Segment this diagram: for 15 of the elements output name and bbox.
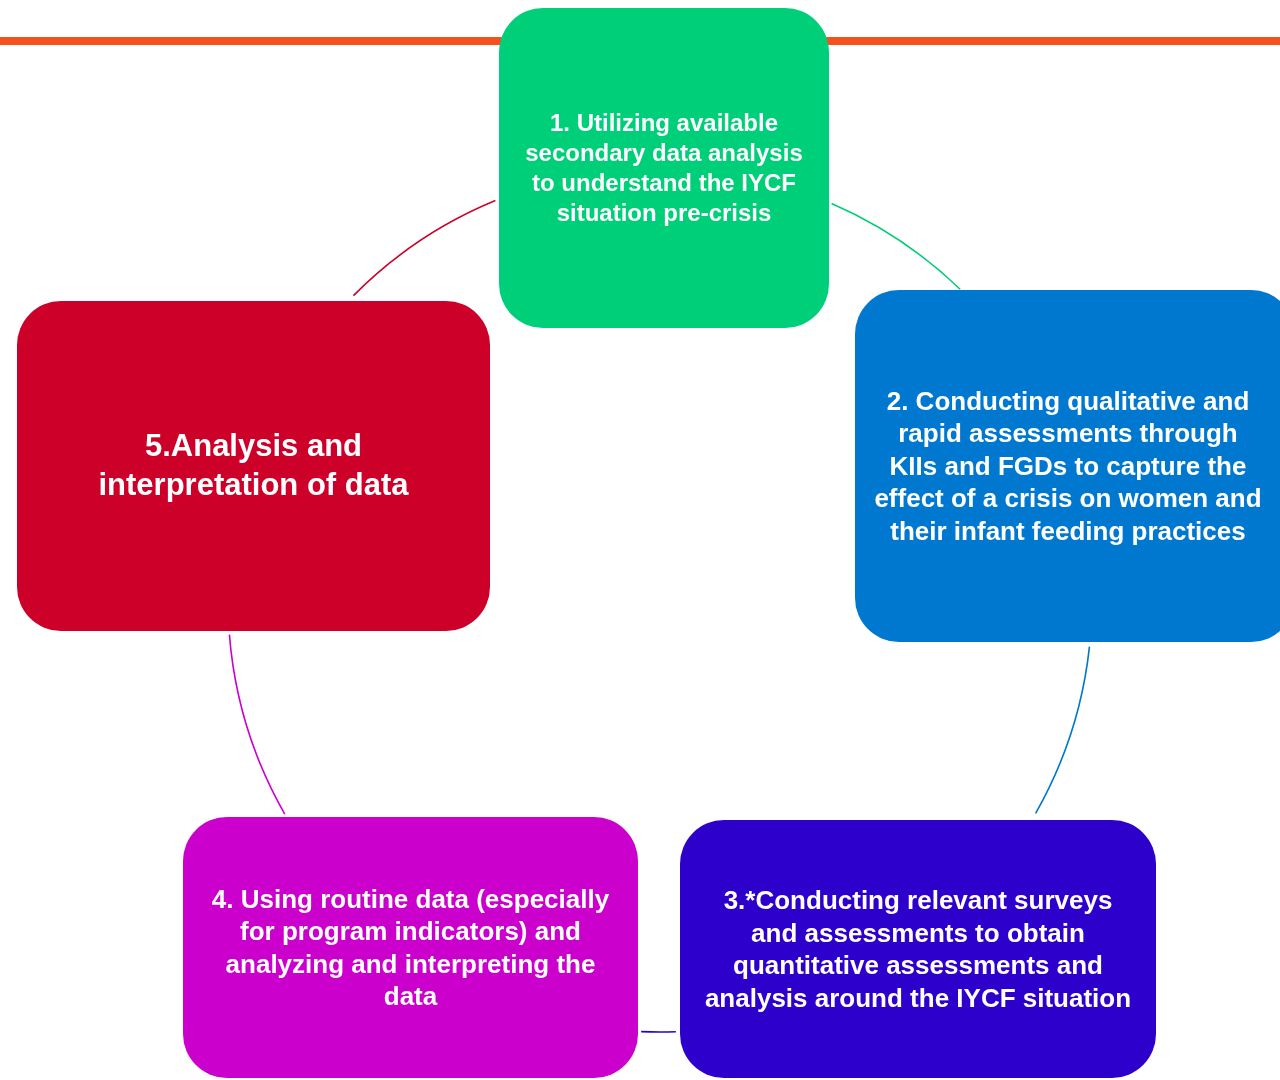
connector-arc [1034,645,1091,815]
step-box [17,301,490,631]
step-text: 1. Utilizing available secondary data analysis to understand the IYCF situation pre-crisis [524,108,804,228]
step-text: 5.Analysis and interpretation of data [97,427,410,504]
step-box [499,8,829,328]
step-box [183,817,638,1078]
step-text: 2. Conducting qualitative and rapid assessments through KIIs and FGDs to capture the effect of a crisis on women and their infant feeding practices [873,384,1263,548]
connector-arc [228,633,286,815]
step-box [855,290,1280,642]
step-text: 3.*Conducting relevant surveys and assessments to obtain quantitative assessments and analysis around the IYCF situation [704,884,1132,1014]
step-box [680,820,1156,1078]
step-text: 4. Using routine data (especially for program indicators) and analyzing and interpreting the data [210,882,611,1013]
connector-arc [830,202,961,291]
connector-arc [640,1030,677,1033]
connector-arc [352,199,497,297]
